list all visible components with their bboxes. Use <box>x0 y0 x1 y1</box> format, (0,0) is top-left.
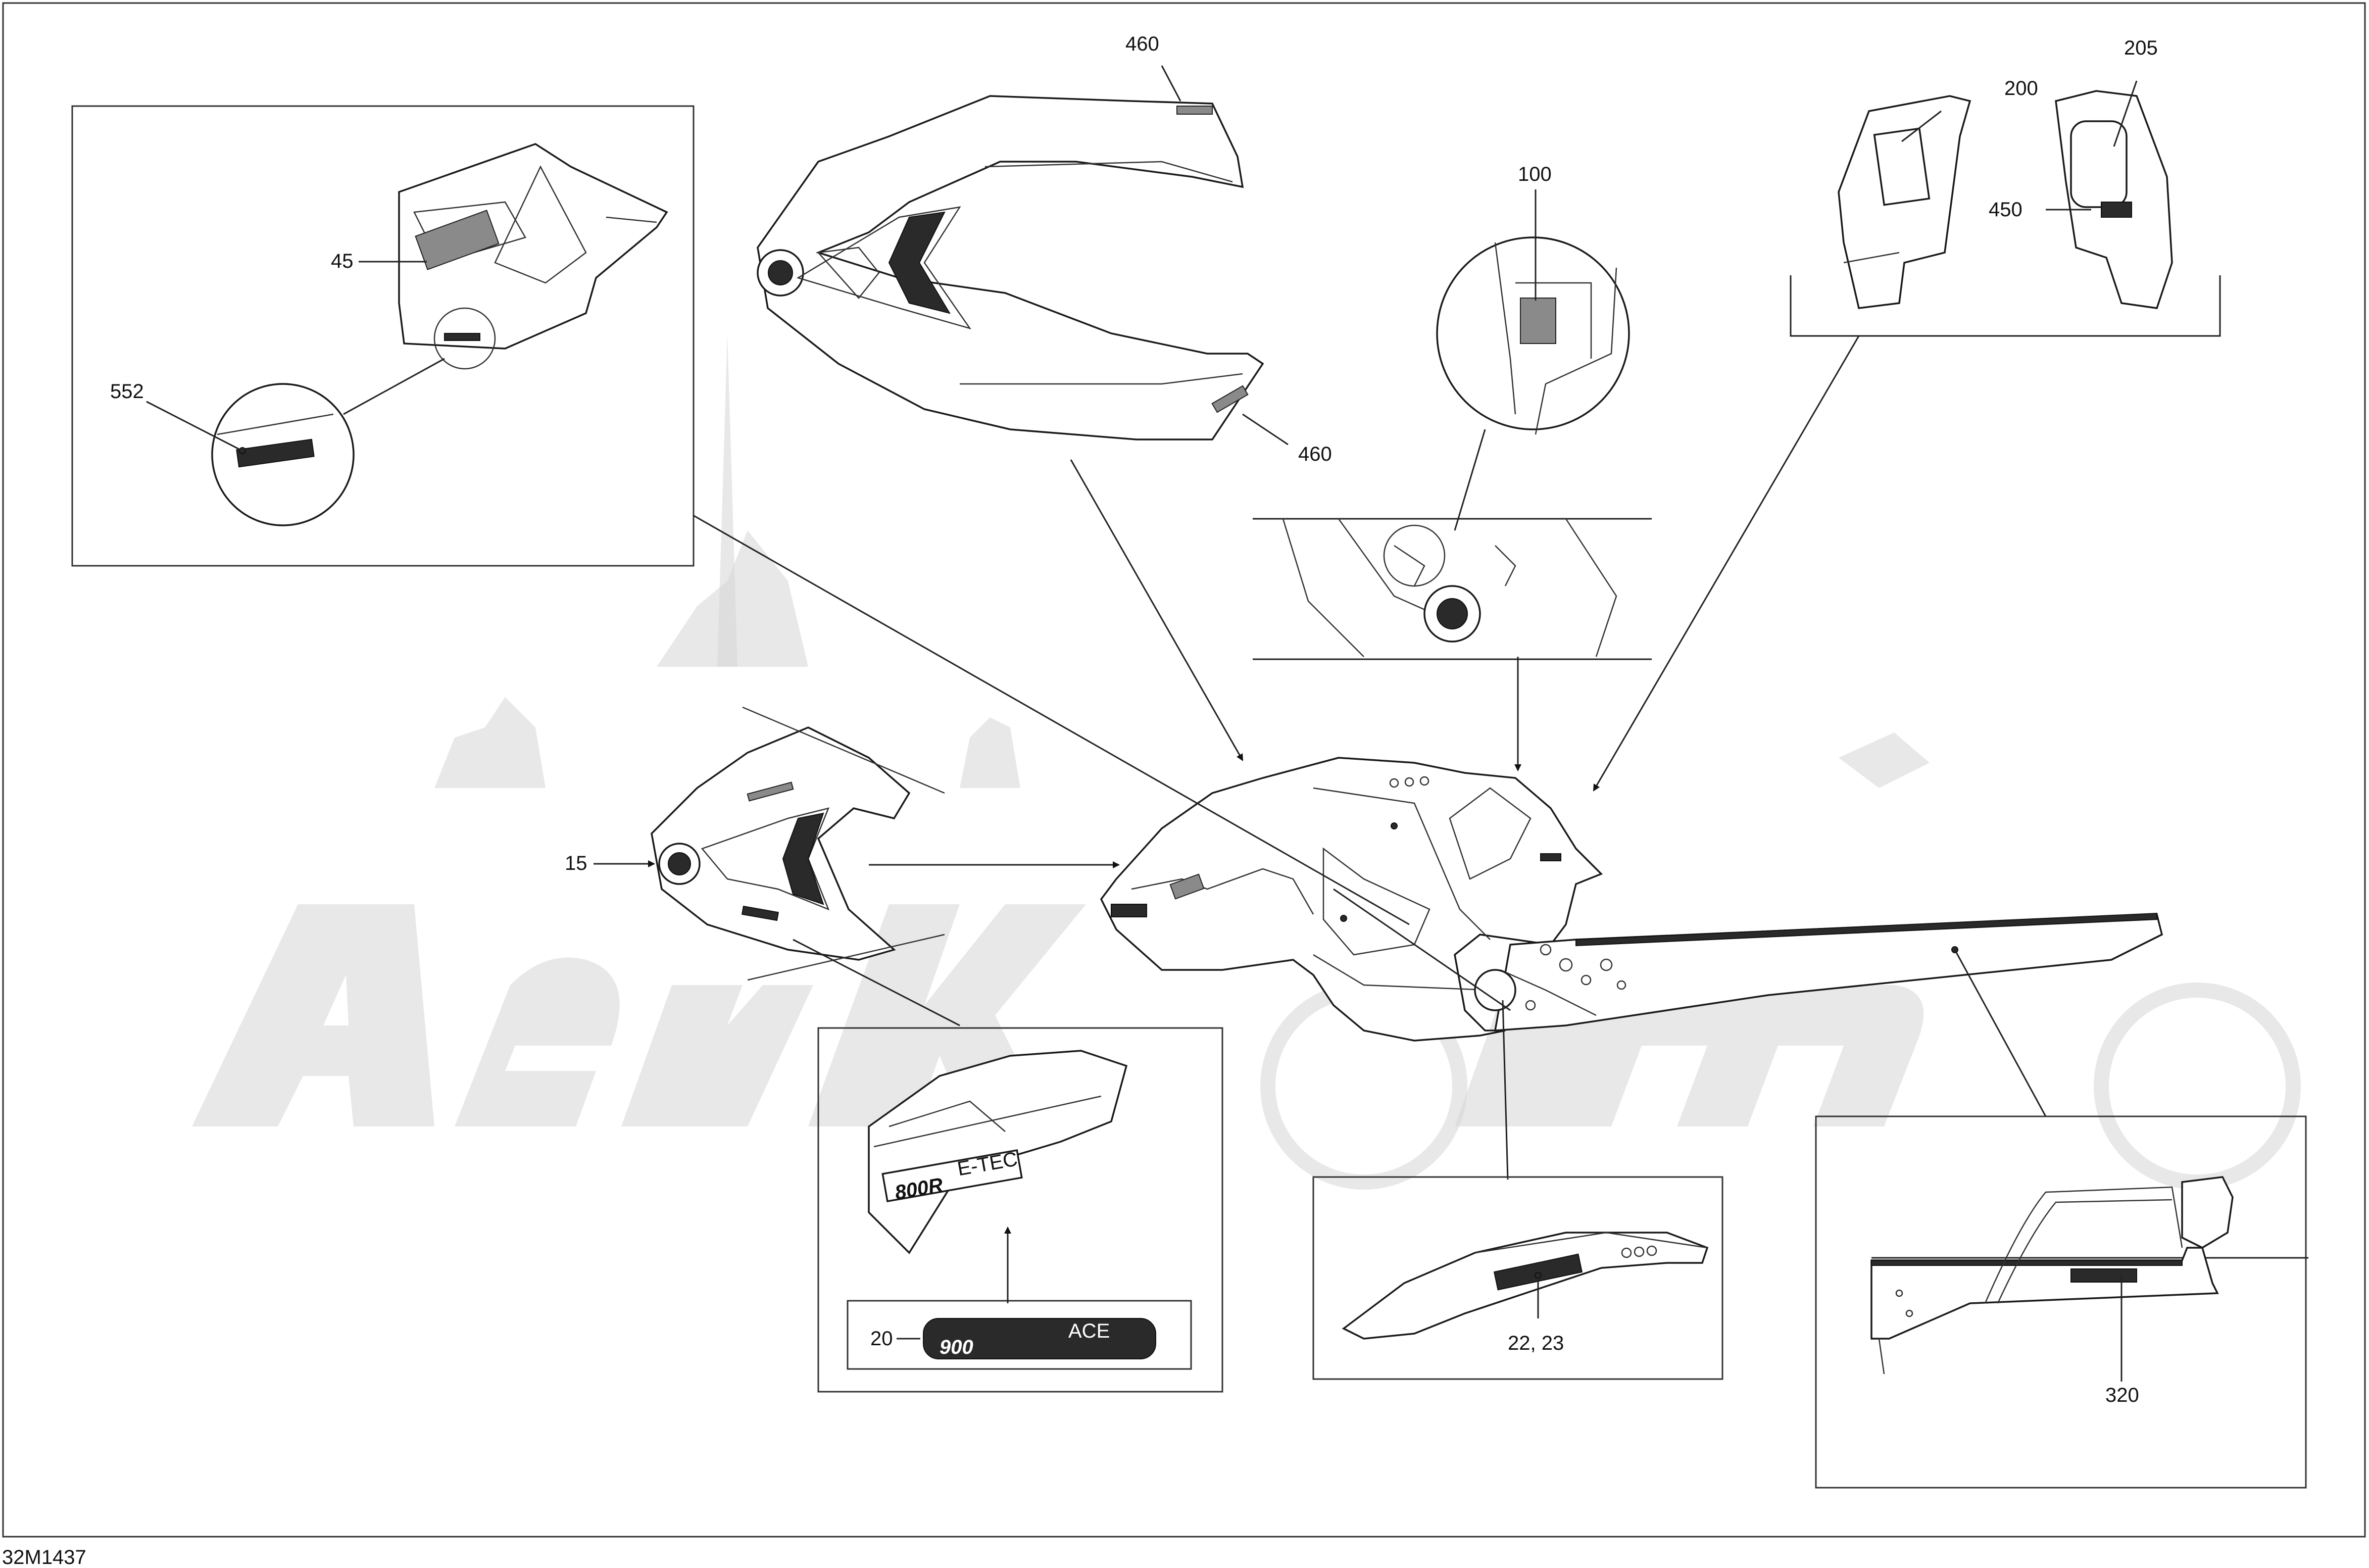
hood-side-view <box>594 706 1120 981</box>
engine-badge-sup: ACE <box>1068 1320 1110 1342</box>
callout-552: 552 <box>110 380 144 403</box>
drawing-code: 32M1437 <box>2 1546 86 1568</box>
engine-badge-main: 900 <box>940 1336 973 1358</box>
callout-45: 45 <box>331 250 354 272</box>
watermark-logo <box>192 333 2301 1190</box>
callout-205: 205 <box>2124 37 2158 59</box>
callout-22-23: 22, 23 <box>1508 1332 1564 1354</box>
inset-console-decal <box>1312 1176 1723 1380</box>
inner-side-panels <box>1790 80 2221 337</box>
callout-320: 320 <box>2105 1384 2139 1406</box>
callout-labels: 460 460 200 205 450 100 45 552 15 20 22,… <box>2 33 2158 1568</box>
callout-460-top: 460 <box>1125 33 1159 55</box>
inset-rear-bumper <box>1815 1115 2308 1489</box>
inset-engine-decal: 800R E-TEC 900 ACE <box>817 1027 1223 1393</box>
drawing-frame <box>2 2 2366 1538</box>
callout-20: 20 <box>870 1328 893 1350</box>
callout-450: 450 <box>1989 199 2022 221</box>
callout-15: 15 <box>565 852 587 874</box>
leader-lines <box>693 335 2047 1180</box>
callout-100: 100 <box>1518 163 1552 185</box>
sled-body-main <box>1100 757 2163 1042</box>
hood-assembly-top <box>757 65 1289 446</box>
inset-side-panel <box>71 105 695 567</box>
callout-200: 200 <box>2004 77 2038 100</box>
detail-console <box>1253 189 1652 771</box>
callout-460-bottom: 460 <box>1298 443 1332 465</box>
